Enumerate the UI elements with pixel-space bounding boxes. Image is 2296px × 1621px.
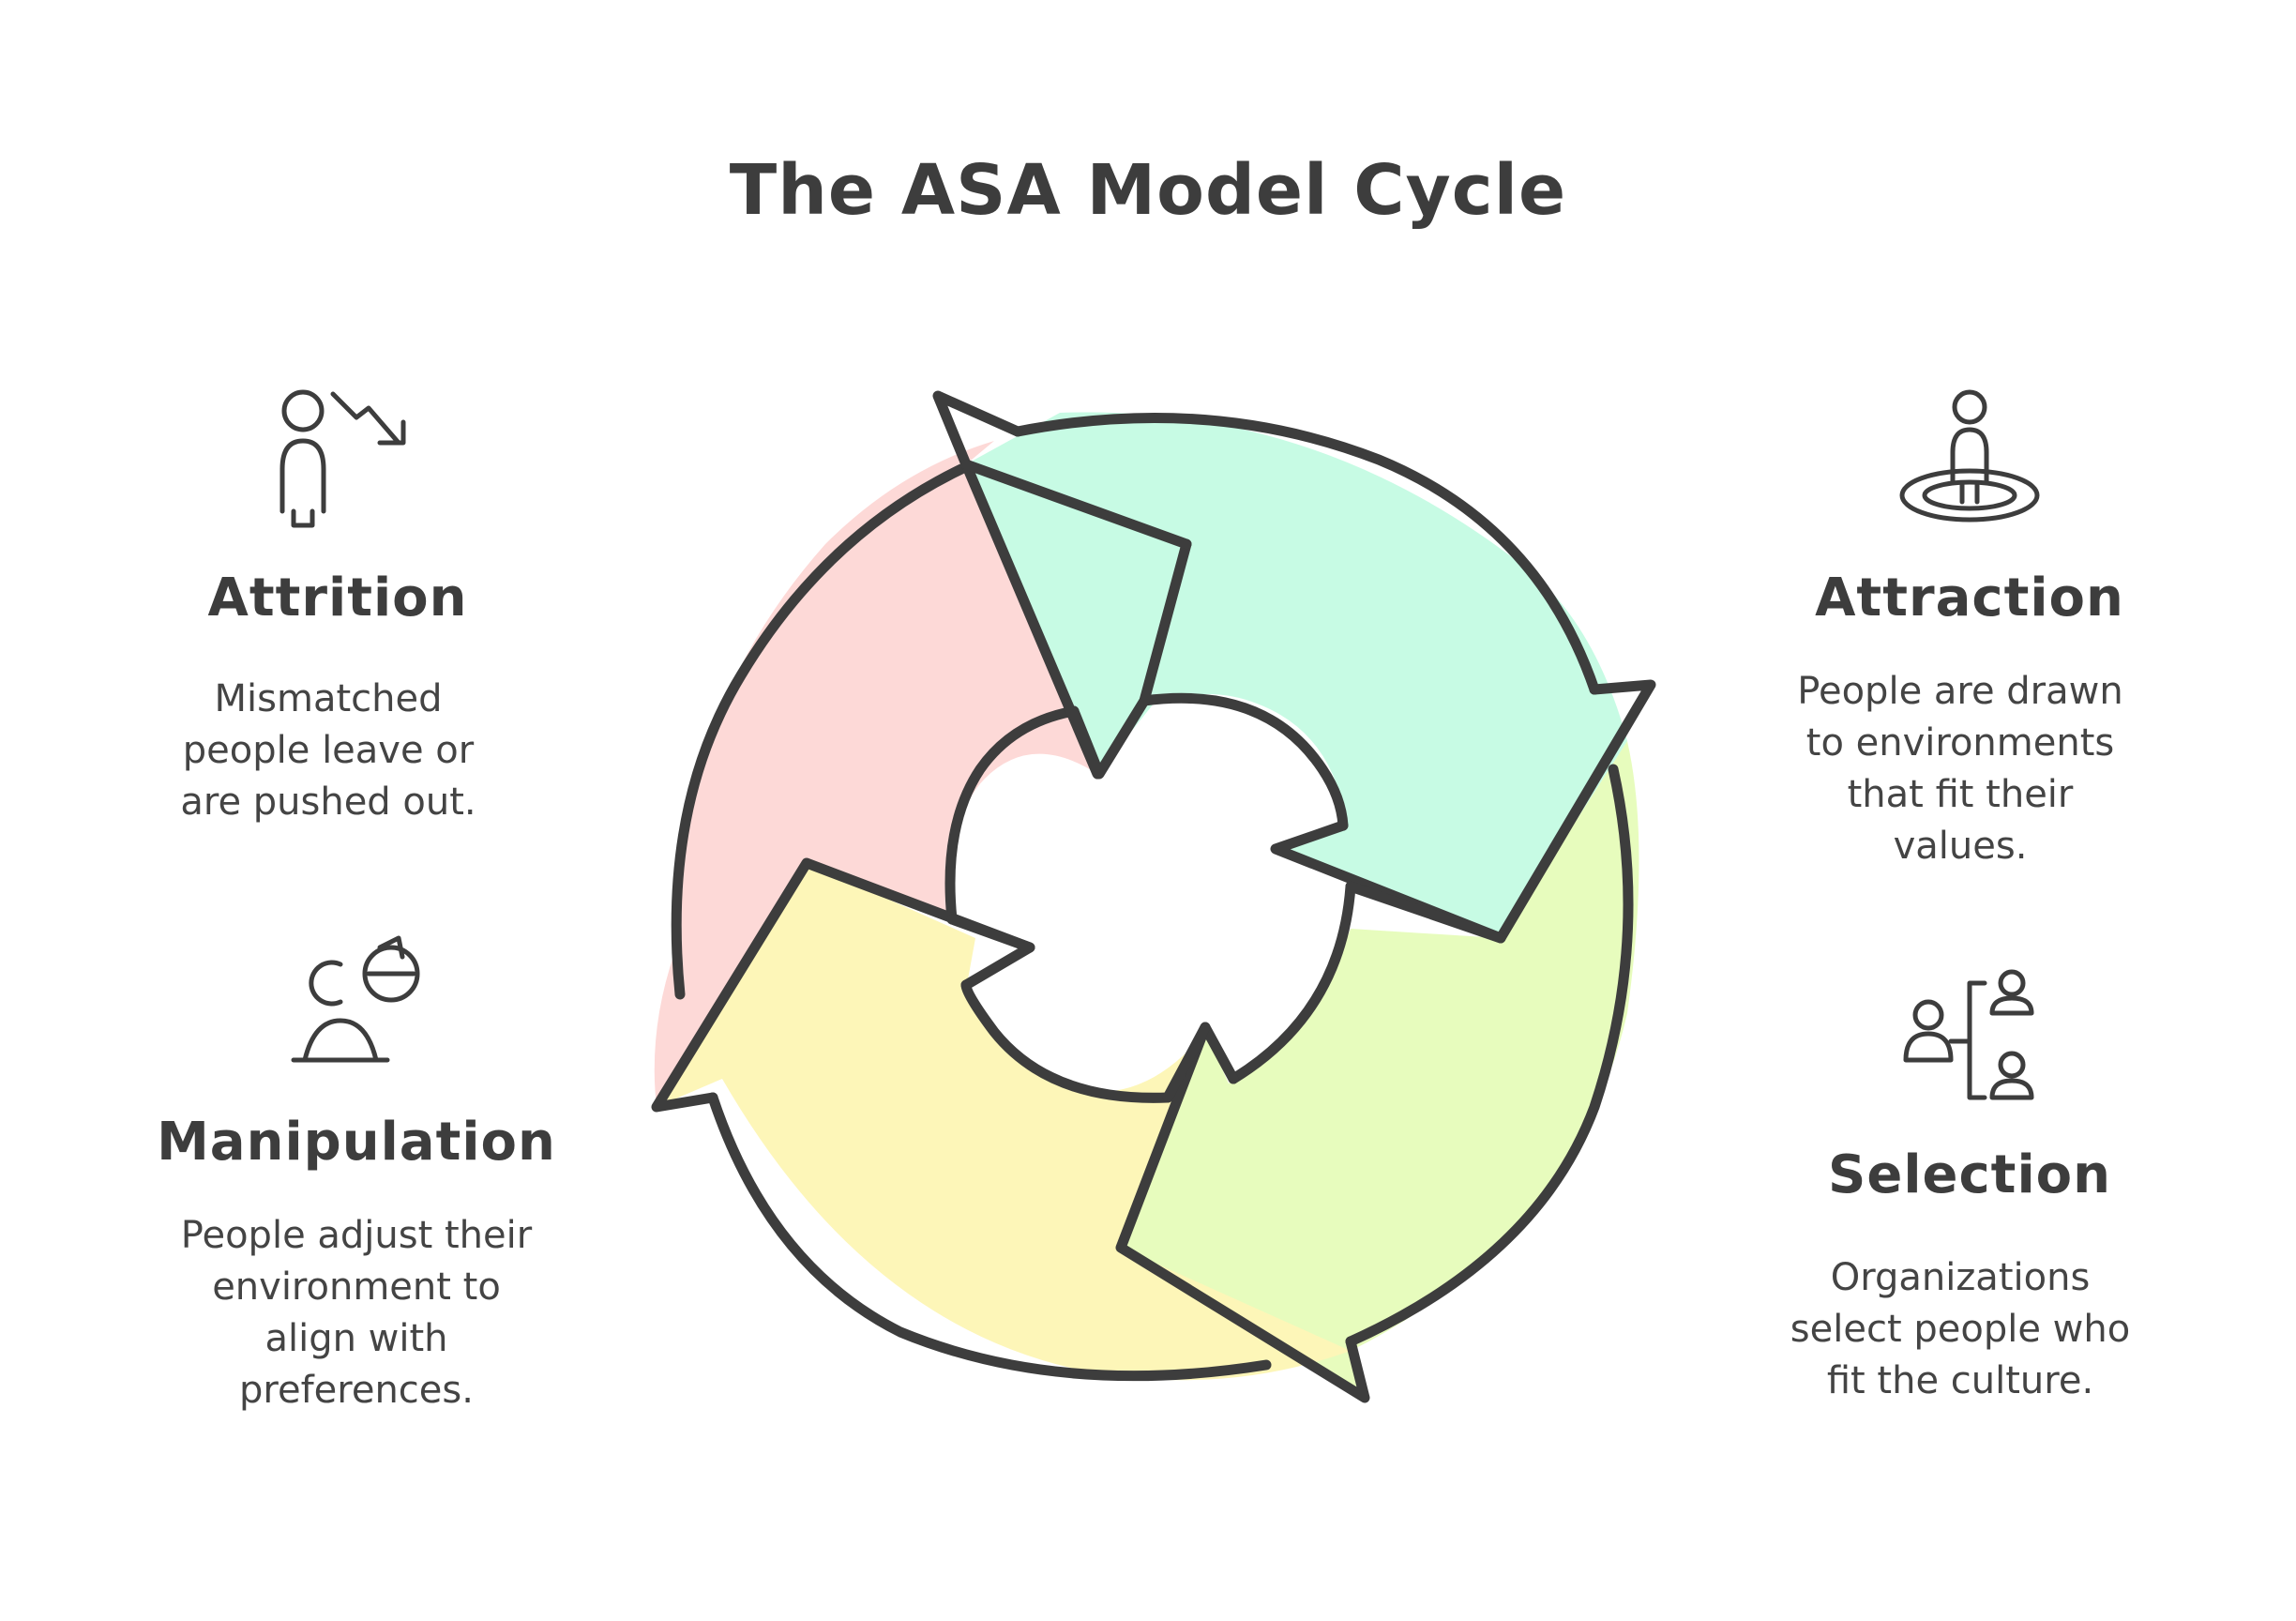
attraction-desc-line: People are drawn — [1797, 670, 2123, 713]
cycle-outline — [651, 390, 1656, 1403]
attraction-title: Attraction — [1815, 568, 2124, 629]
attraction-desc-line: to environments — [1805, 721, 2115, 765]
manipulation-desc-line: environment to — [212, 1265, 501, 1309]
selection-desc-line: Organizations — [1830, 1256, 2091, 1299]
selection-description: Organizations select people who fit the … — [1726, 1252, 2195, 1407]
attrition-title: Attrition — [207, 568, 468, 629]
person-adjust-icon — [291, 935, 420, 1063]
selection-desc-line: fit the culture. — [1826, 1359, 2094, 1402]
people-selection-icon — [1903, 969, 2034, 1100]
attraction-desc-line: values. — [1893, 825, 2028, 868]
manipulation-title: Manipulation — [157, 1112, 556, 1173]
segment-attraction — [966, 412, 1627, 938]
manipulation-description: People adjust their environment to align… — [122, 1210, 591, 1416]
selection-desc-line: select people who — [1790, 1308, 2131, 1351]
attrition-desc-line: Mismatched — [214, 677, 443, 720]
manipulation-desc-line: align with — [264, 1317, 448, 1360]
attrition-desc-line: are pushed out. — [180, 780, 476, 824]
segment-attrition — [654, 441, 1097, 1107]
manipulation-desc-line: People adjust their — [180, 1214, 533, 1257]
manipulation-desc-line: preferences. — [239, 1369, 474, 1412]
diagram-title: The ASA Model Cycle — [729, 150, 1567, 231]
attraction-description: People are drawn to environments that fi… — [1726, 666, 2195, 872]
person-decline-icon — [279, 389, 406, 528]
attrition-description: Mismatched people leave or are pushed ou… — [103, 674, 553, 828]
segment-manipulation — [657, 863, 1351, 1381]
selection-title: Selection — [1828, 1144, 2111, 1205]
attraction-desc-line: that fit their — [1847, 773, 2074, 816]
person-on-target-icon — [1899, 389, 2040, 523]
attrition-desc-line: people leave or — [182, 729, 475, 772]
